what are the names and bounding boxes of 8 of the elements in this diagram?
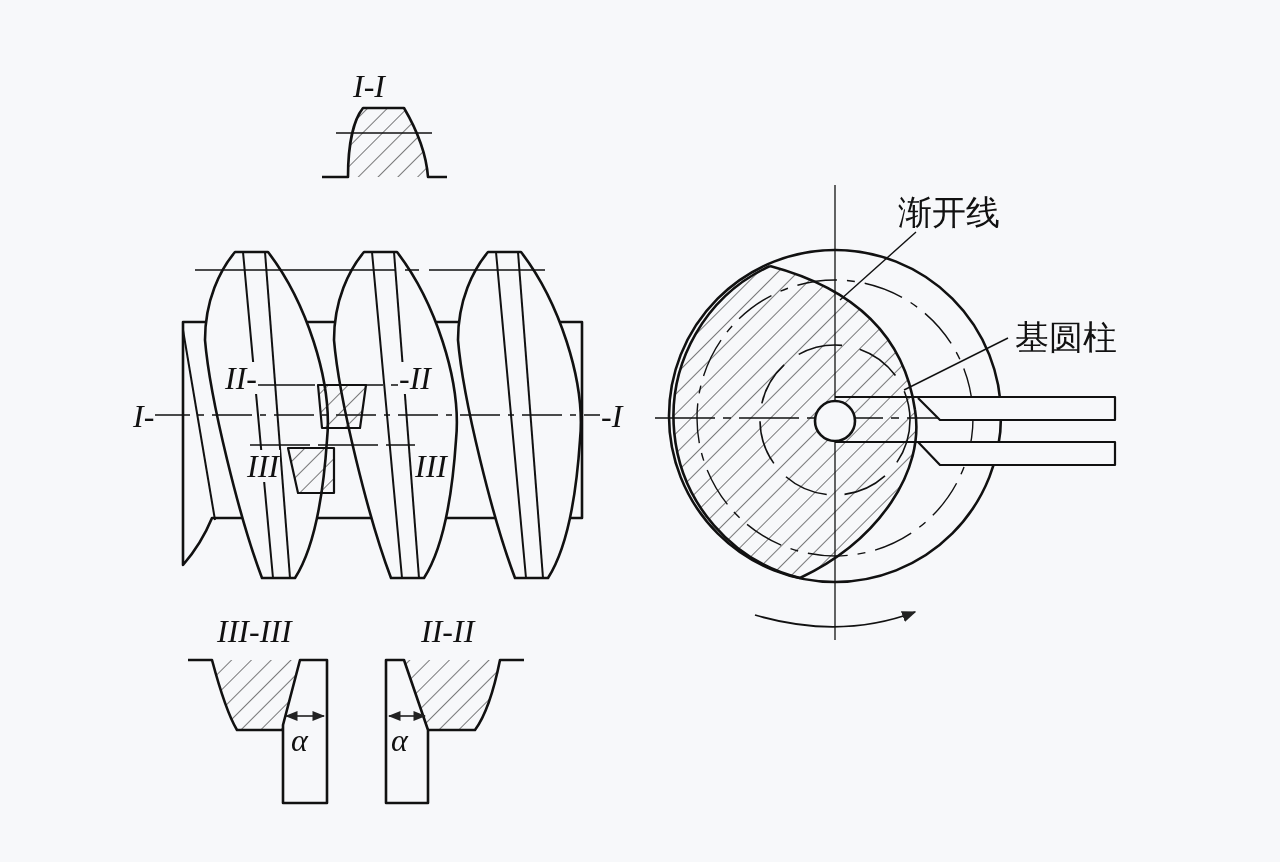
section-mark: II- xyxy=(224,362,258,394)
section-mark: III xyxy=(246,450,280,482)
callout-label: 基圆柱 xyxy=(1015,320,1117,354)
involute-curve xyxy=(769,264,918,580)
leader-line xyxy=(903,337,1009,391)
callout-label: 渐开线 xyxy=(898,195,1000,229)
section-mark: -II xyxy=(398,362,432,394)
leader-line xyxy=(839,231,917,301)
